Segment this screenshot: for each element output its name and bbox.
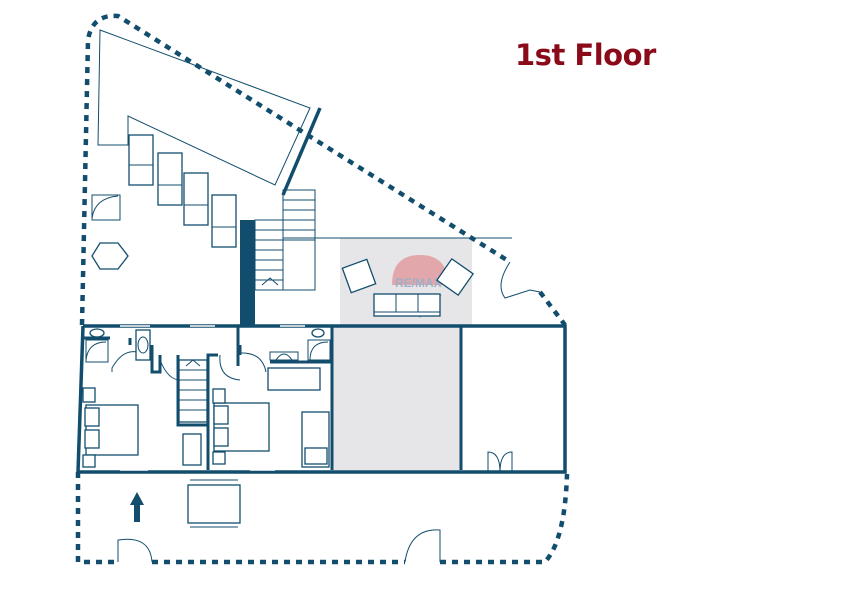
exterior-outline [75, 13, 570, 565]
bedroom-furniture [82, 367, 330, 468]
svg-text:RE/MAX: RE/MAX [395, 276, 442, 290]
sun-loungers [128, 134, 237, 248]
bathroom-fixtures [85, 328, 331, 363]
stairs [178, 189, 316, 423]
window-gaps [120, 325, 305, 471]
terrace [91, 29, 311, 528]
entrance-arrow-icon [130, 492, 144, 522]
walls [76, 107, 567, 474]
doors [111, 261, 541, 563]
living-furniture [341, 257, 475, 317]
floor-title: 1st Floor [515, 38, 656, 72]
